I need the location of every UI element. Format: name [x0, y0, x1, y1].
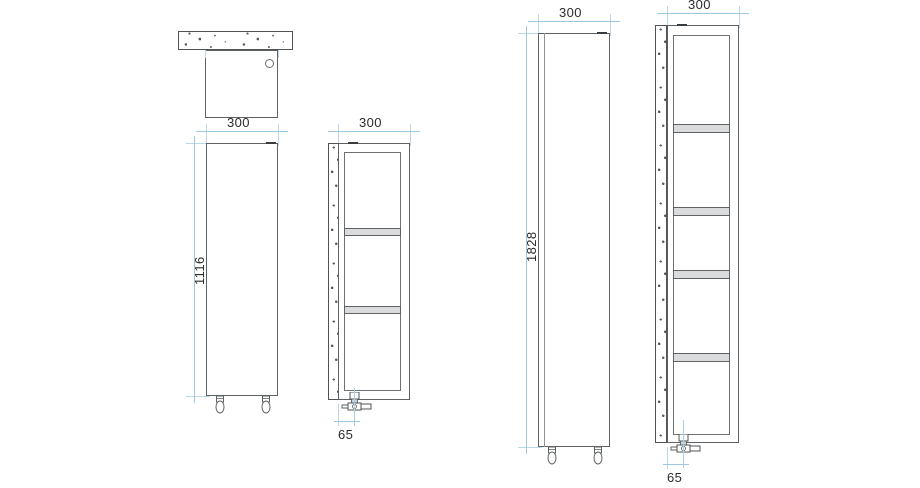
ss-cap-mark-icon [348, 142, 358, 144]
fs-ext-top [186, 143, 210, 144]
ss-axis-center [354, 388, 355, 426]
fs-ext-left [206, 124, 207, 146]
foot-icon [547, 446, 557, 465]
ft-foot-left [546, 446, 558, 465]
st-dim-width-line [657, 13, 749, 14]
plan-tick-left [205, 50, 206, 58]
plan-tick-right [278, 50, 279, 58]
ft-body [538, 33, 610, 447]
st-dim-depth-text: 65 [667, 470, 683, 485]
ft-dim-width-text: 300 [559, 5, 582, 20]
foot-icon [261, 395, 271, 414]
st-cap-mark-icon [677, 24, 687, 26]
fs-dim-height-line [194, 136, 195, 403]
valve-icon [670, 433, 701, 453]
ft-ext-left [538, 14, 539, 36]
ft-foot-right [592, 446, 604, 465]
ss-dim-width-line [328, 131, 420, 132]
ft-ext-top [518, 33, 542, 34]
st-dim-width-text: 300 [688, 0, 711, 12]
ss-ext-depth-left [338, 404, 339, 426]
st-valve-assembly [669, 433, 709, 456]
ss-shelf-1 [344, 228, 401, 236]
st-dim-depth-line [663, 464, 689, 465]
ft-ext-bottom [518, 447, 542, 448]
st-shelf-2 [673, 207, 730, 216]
ft-dim-height-line [526, 26, 527, 454]
ss-shelf-2 [344, 306, 401, 314]
ss-dim-depth-text: 65 [338, 427, 354, 442]
ss-ext-left [338, 124, 339, 146]
st-wall [655, 25, 667, 443]
ft-edge-line [544, 33, 545, 447]
st-shelf-3 [673, 270, 730, 279]
ft-cap-mark-icon [597, 32, 607, 34]
fs-foot-right [260, 395, 272, 414]
st-shelf-4 [673, 353, 730, 362]
st-ext-depth-left [667, 447, 668, 469]
fs-dim-width-line [196, 131, 288, 132]
ss-dim-width-text: 300 [359, 115, 382, 130]
fs-body [206, 143, 278, 396]
fs-foot-left [214, 395, 226, 414]
st-inner-frame [673, 35, 730, 435]
st-shelf-1 [673, 124, 730, 133]
st-ext-right [739, 6, 740, 28]
ss-inner-frame [344, 152, 401, 391]
foot-icon [215, 395, 225, 414]
ss-dim-depth-line [334, 421, 360, 422]
ss-ext-right [410, 124, 411, 146]
ft-dim-width-line [528, 21, 620, 22]
st-axis-center [683, 420, 684, 468]
plan-wall-strip [178, 31, 293, 50]
st-ext-left [667, 6, 668, 28]
fs-cap-mark-icon [266, 142, 276, 144]
mounting-hole-icon [265, 59, 274, 68]
fs-ext-bottom [186, 396, 210, 397]
ft-ext-right [610, 14, 611, 36]
foot-icon [593, 446, 603, 465]
fs-dim-width-text: 300 [227, 115, 250, 130]
fs-ext-right [278, 124, 279, 146]
